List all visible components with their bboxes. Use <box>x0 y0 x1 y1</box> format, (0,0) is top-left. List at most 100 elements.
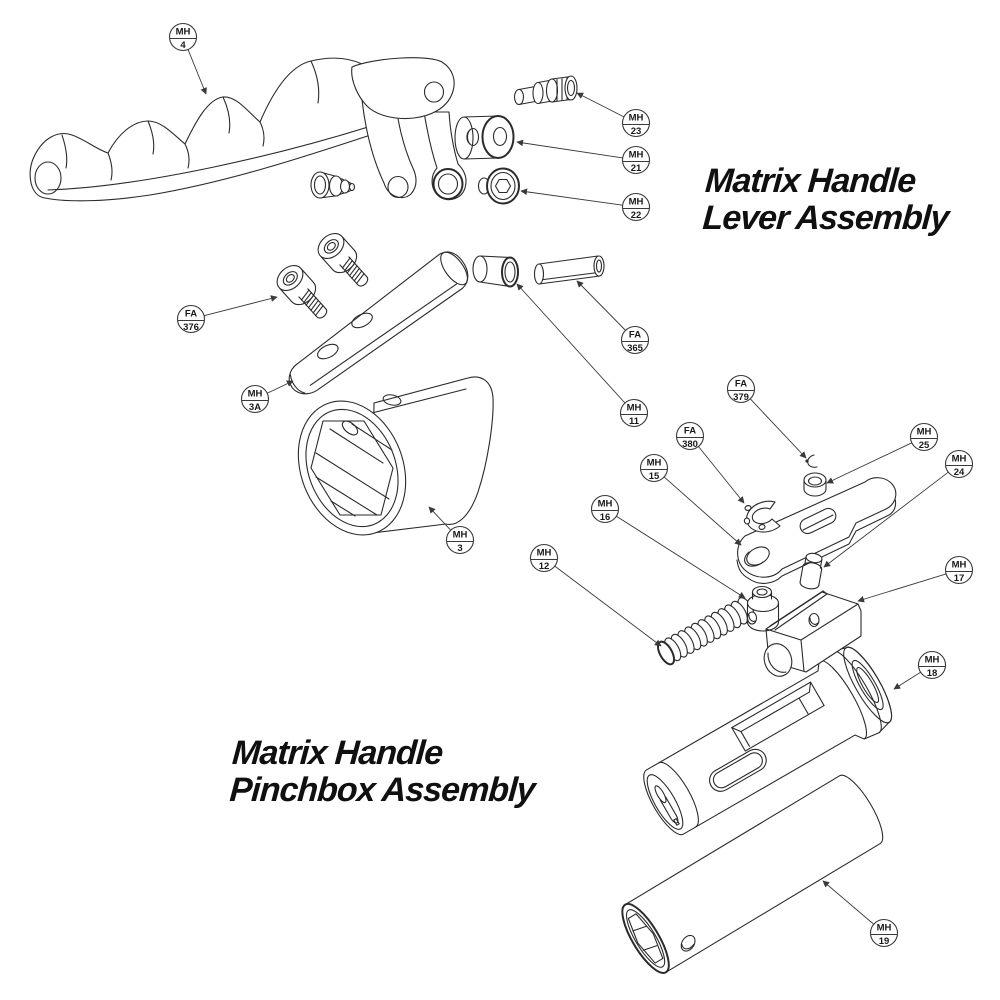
leader-line <box>823 471 949 568</box>
part-detent-plunger <box>310 171 356 199</box>
balloon-number: 376 <box>183 322 199 333</box>
callout-MH-21-pivot-trunnion: MH 21 <box>516 139 651 175</box>
leader-line <box>576 280 626 331</box>
balloon-circle <box>869 918 899 948</box>
balloon-prefix: MH <box>952 454 967 465</box>
part-spacer-ring-mh25 <box>803 472 827 497</box>
leader-line <box>554 565 662 647</box>
part-e-clip-fa380 <box>743 500 781 533</box>
balloon-number: 15 <box>649 471 660 482</box>
balloon-circle <box>176 304 206 334</box>
leader-line <box>749 398 807 459</box>
balloon-prefix: MH <box>176 27 191 38</box>
leader-line <box>516 139 623 159</box>
leader-line <box>616 515 746 599</box>
callout-MH-18-pinchbox-body: MH 18 <box>893 650 947 690</box>
title-pinchbox-assembly: Matrix Handle Pinchbox Assembly <box>228 734 538 809</box>
part-e-clip-fa379 <box>805 454 818 468</box>
title-lever-assembly: Matrix Handle Lever Assembly <box>701 162 952 237</box>
balloon-circle <box>909 422 939 452</box>
balloon-prefix: MH <box>627 403 642 414</box>
title-lever-line2: Lever Assembly <box>701 199 950 237</box>
part-handle-tube-mh19 <box>621 774 884 974</box>
part-spring-mh12 <box>656 597 755 666</box>
balloon-circle <box>621 108 651 138</box>
balloon-circle <box>590 494 620 524</box>
balloon-circle <box>529 543 559 573</box>
title-lever-line1: Matrix Handle <box>704 162 917 200</box>
balloon-number: 22 <box>631 210 642 221</box>
balloon-number: 4 <box>180 40 186 51</box>
part-guide-block-mh17 <box>763 590 862 677</box>
balloon-number: 365 <box>627 343 644 354</box>
callout-FA-365-roll-pin: FA 365 <box>576 280 650 355</box>
part-latch-plate-mh15 <box>736 477 897 584</box>
balloon-circle <box>639 453 669 483</box>
balloon-prefix: MH <box>629 150 644 161</box>
balloon-prefix: MH <box>647 458 662 469</box>
balloon-circle <box>619 398 649 428</box>
balloon-number: 379 <box>733 392 749 403</box>
callout-MH-17-guide-block: MH 17 <box>857 555 974 603</box>
balloon-prefix: MH <box>925 655 940 666</box>
title-pinchbox-line1: Matrix Handle <box>231 734 444 772</box>
balloon-circle <box>240 384 270 414</box>
part-dowel-pin-mh24 <box>799 552 823 590</box>
part-plunger-mh16 <box>746 585 780 632</box>
balloon-circle <box>620 325 650 355</box>
balloon-circle <box>168 22 198 52</box>
part-roll-pin-fa365 <box>533 255 605 285</box>
leader-line <box>698 446 745 504</box>
leader-line <box>857 573 947 603</box>
balloon-number: 17 <box>954 573 965 584</box>
balloon-circle <box>445 525 475 555</box>
leader-line <box>826 442 912 484</box>
balloon-circle <box>944 449 974 479</box>
balloon-number: 16 <box>600 512 611 523</box>
leader-line <box>663 476 742 546</box>
leader-line <box>893 671 921 690</box>
title-pinchbox-line2: Pinchbox Assembly <box>228 771 536 809</box>
balloon-prefix: MH <box>453 530 468 541</box>
leader-line <box>428 506 452 531</box>
balloon-circle <box>944 555 974 585</box>
part-lever-arm-mh3a <box>288 251 469 395</box>
part-lever-handle-mh4 <box>29 57 467 202</box>
balloon-number: 21 <box>631 163 642 174</box>
balloon-number: 23 <box>631 126 642 137</box>
balloon-prefix: FA <box>735 379 747 390</box>
balloon-number: 18 <box>927 668 938 679</box>
callout-MH-15-latch-plate: MH 15 <box>639 453 742 546</box>
leader-line <box>187 49 207 95</box>
balloon-circle <box>726 374 756 404</box>
part-pivot-trunnion-mh21 <box>454 115 515 160</box>
part-set-screw-mh22 <box>477 167 520 205</box>
part-pivot-bushing-mh11 <box>472 255 519 288</box>
leader-line <box>576 92 625 118</box>
balloon-number: 380 <box>682 439 698 450</box>
balloon-circle <box>621 145 651 175</box>
balloon-circle <box>675 421 705 451</box>
balloon-number: 3A <box>249 402 261 413</box>
balloon-prefix: MH <box>537 548 552 559</box>
balloon-prefix: MH <box>952 560 967 571</box>
callout-FA-380-e-clip: FA 380 <box>675 421 745 504</box>
leader-line <box>520 188 623 206</box>
callout-MH-3-socket-sleeve: MH 3 <box>428 506 475 555</box>
leader-line <box>203 295 278 317</box>
balloon-prefix: FA <box>629 330 641 341</box>
balloon-circle <box>917 650 947 680</box>
balloon-number: 3 <box>457 543 462 554</box>
balloon-prefix: FA <box>684 426 696 437</box>
leader-line <box>516 283 626 404</box>
balloon-circle <box>621 192 651 222</box>
